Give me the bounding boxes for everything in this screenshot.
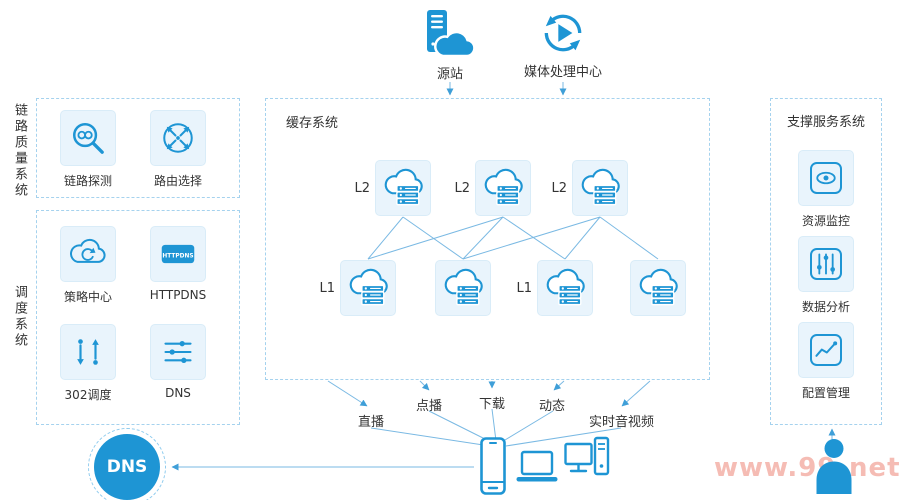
l1-node-3-label: L1 bbox=[516, 280, 532, 296]
l2-node-2-label: L2 bbox=[454, 180, 470, 196]
httpdns-label: HTTPDNS bbox=[149, 288, 207, 302]
policy-center-item: 策略中心 bbox=[50, 226, 126, 305]
l2-node-3: L2 bbox=[547, 160, 628, 216]
desktop-icon bbox=[564, 436, 610, 476]
data-analysis-label: 数据分析 bbox=[801, 300, 850, 314]
cache-system-panel: 缓存系统 bbox=[265, 98, 710, 380]
cloud-server-icon bbox=[484, 168, 523, 206]
origin-node: 源站 bbox=[419, 8, 481, 82]
policy-center-label: 策略中心 bbox=[63, 290, 112, 304]
media-processing-label: 媒体处理中心 bbox=[523, 65, 602, 80]
config-manage-chart-icon bbox=[810, 334, 842, 366]
scheduling-system-title: 调度系统 bbox=[12, 285, 27, 349]
user-person-icon bbox=[816, 439, 852, 494]
cache-system-title: 缓存系统 bbox=[286, 116, 339, 131]
config-manage-label: 配置管理 bbox=[801, 386, 850, 400]
link-detect-label: 链路探测 bbox=[63, 174, 112, 188]
service-rtc: 实时音视频 bbox=[589, 415, 655, 430]
dispatch-302-tile bbox=[60, 324, 116, 380]
link-detect-item: 链路探测 bbox=[50, 110, 126, 189]
l1-node-1-tile bbox=[340, 260, 396, 316]
data-analysis-item: 数据分析 bbox=[788, 236, 864, 315]
route-select-icon bbox=[163, 123, 193, 153]
httpdns-tile: HTTPDNS bbox=[150, 226, 206, 282]
l2-node-2: L2 bbox=[450, 160, 531, 216]
dispatch-302-item: 302调度 bbox=[50, 324, 126, 403]
media-processing-node: 媒体处理中心 bbox=[520, 8, 606, 80]
dns-scheduling-item: DNS bbox=[140, 324, 216, 400]
resource-monitor-eye-icon bbox=[810, 162, 842, 194]
media-processing-icon bbox=[544, 14, 582, 52]
l1-node-1: L1 bbox=[315, 260, 396, 316]
l1-node-3: L1 bbox=[512, 260, 593, 316]
resource-monitor-item: 资源监控 bbox=[788, 150, 864, 229]
link-detect-icon bbox=[73, 123, 104, 154]
l1-node-4-tile bbox=[630, 260, 686, 316]
route-select-label: 路由选择 bbox=[153, 174, 202, 188]
httpdns-icon-text: HTTPDNS bbox=[162, 254, 193, 260]
data-analysis-tile bbox=[798, 236, 854, 292]
dns-scheduling-tile bbox=[150, 324, 206, 380]
service-vod: 点播 bbox=[416, 399, 443, 414]
l1-node-2 bbox=[410, 260, 491, 316]
support-service-panel: 支撑服务系统 bbox=[770, 98, 882, 425]
l2-node-2-tile bbox=[475, 160, 531, 216]
laptop-icon bbox=[516, 450, 558, 482]
l2-node-3-tile bbox=[572, 160, 628, 216]
origin-label: 源站 bbox=[436, 67, 463, 82]
route-select-item: 路由选择 bbox=[140, 110, 216, 189]
l2-node-1: L2 bbox=[350, 160, 431, 216]
l2-node-1-tile bbox=[375, 160, 431, 216]
l1-node-3-tile bbox=[537, 260, 593, 316]
scheduling-panel bbox=[36, 210, 240, 425]
l1-node-4 bbox=[605, 260, 686, 316]
config-manage-item: 配置管理 bbox=[788, 322, 864, 401]
watermark-left: www.99 bbox=[714, 453, 837, 483]
support-service-title: 支撑服务系统 bbox=[786, 115, 865, 130]
httpdns-icon: HTTPDNS bbox=[161, 244, 195, 264]
config-manage-tile bbox=[798, 322, 854, 378]
link-detect-tile bbox=[60, 110, 116, 166]
cloud-server-icon bbox=[384, 168, 423, 206]
link-quality-panel bbox=[36, 98, 240, 198]
dispatch-302-icon bbox=[77, 339, 99, 365]
cloud-server-icon bbox=[349, 268, 388, 306]
dns-badge: DNS bbox=[88, 428, 166, 500]
origin-server-icon bbox=[427, 10, 476, 58]
phone-icon bbox=[480, 437, 506, 495]
l2-node-1-label: L2 bbox=[354, 180, 370, 196]
route-select-tile bbox=[150, 110, 206, 166]
l1-node-2-tile bbox=[435, 260, 491, 316]
httpdns-item: HTTPDNS HTTPDNS bbox=[140, 226, 216, 302]
dns-badge-text: DNS bbox=[106, 457, 148, 477]
l2-node-3-label: L2 bbox=[551, 180, 567, 196]
service-live: 直播 bbox=[358, 415, 385, 430]
policy-center-tile bbox=[60, 226, 116, 282]
cloud-server-icon bbox=[444, 268, 483, 306]
l1-node-1-label: L1 bbox=[319, 280, 335, 296]
data-analysis-sliders-icon bbox=[810, 248, 842, 280]
dns-sliders-icon bbox=[164, 341, 192, 363]
resource-monitor-tile bbox=[798, 150, 854, 206]
link-quality-system-title: 链路质量系统 bbox=[12, 103, 27, 199]
dns-scheduling-label: DNS bbox=[165, 386, 191, 400]
top-links bbox=[446, 82, 567, 96]
cloud-server-icon bbox=[639, 268, 678, 306]
cloud-server-icon bbox=[581, 168, 620, 206]
service-download: 下载 bbox=[479, 397, 506, 412]
policy-center-icon bbox=[70, 238, 106, 263]
dispatch-302-label: 302调度 bbox=[64, 388, 112, 402]
service-dynamic: 动态 bbox=[539, 399, 566, 414]
watermark-right: net bbox=[849, 453, 899, 483]
cloud-server-icon bbox=[546, 268, 585, 306]
resource-monitor-label: 资源监控 bbox=[801, 214, 850, 228]
